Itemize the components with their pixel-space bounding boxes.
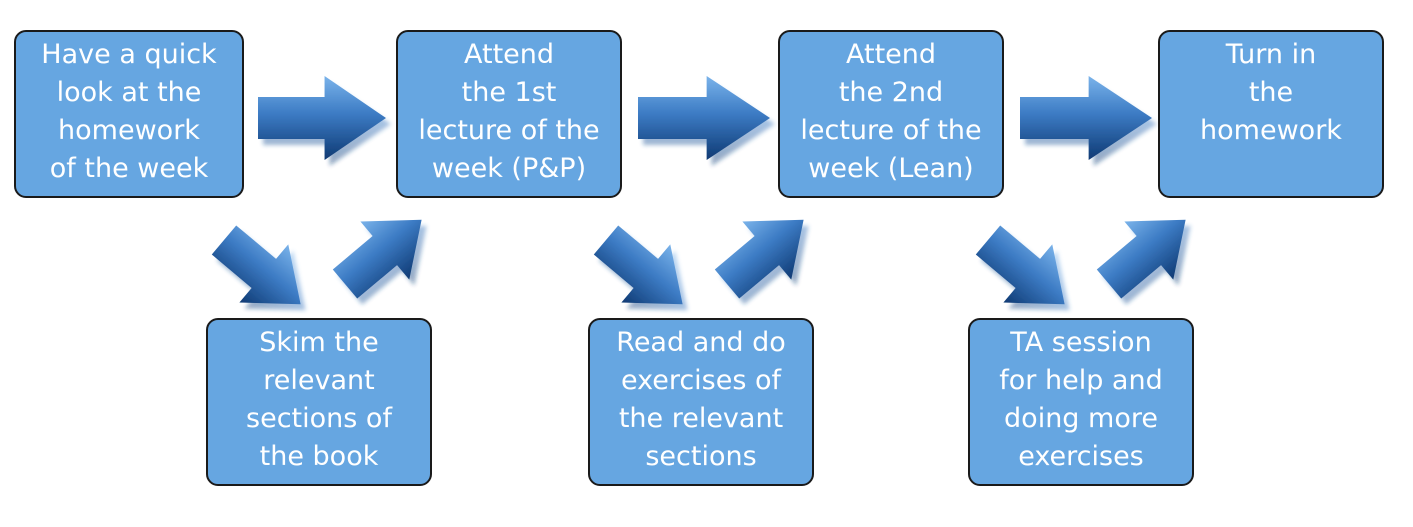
step-line: the book: [259, 441, 379, 472]
step-line: the 1st: [461, 77, 557, 108]
step-line: Turn in: [1225, 39, 1317, 70]
step-line: week (P&P): [431, 153, 587, 184]
step-line: Attend: [845, 39, 937, 70]
step-turn-in-homework: Turn in the homework: [1158, 30, 1384, 198]
step-line: exercises: [1018, 441, 1144, 472]
step-look-homework: Have a quick look at the homework of the…: [14, 30, 244, 198]
step-line: week (Lean): [808, 153, 974, 184]
step-line: lecture of the: [800, 115, 982, 146]
step-line: homework: [58, 115, 200, 146]
step-line: for help and: [999, 365, 1163, 396]
arrow-attend1-to-attend2: [638, 76, 770, 160]
step-line: Read and do: [616, 327, 786, 358]
step-line: relevant: [263, 365, 375, 396]
step-line: exercises of: [620, 365, 782, 396]
step-line: Have a quick: [41, 39, 217, 70]
step-line: doing more: [1004, 403, 1158, 434]
arrow-ta-to-turnin: [1084, 190, 1211, 314]
step-line: of the week: [49, 153, 209, 184]
step-line: homework: [1200, 115, 1342, 146]
arrow-attend1-to-read: [581, 210, 708, 334]
arrow-look-to-skim: [199, 210, 326, 334]
arrow-skim-to-attend1: [320, 190, 447, 314]
arrow-attend2-to-turnin: [1020, 76, 1152, 160]
arrow-attend2-to-ta: [963, 210, 1090, 334]
step-line: Attend: [463, 39, 555, 70]
step-skim-sections: Skim the relevant sections of the book: [206, 318, 432, 486]
step-read-exercises: Read and do exercises of the relevant se…: [588, 318, 814, 486]
step-line: Skim the: [259, 327, 379, 358]
step-line: TA session: [1010, 327, 1152, 358]
step-ta-session: TA session for help and doing more exerc…: [968, 318, 1194, 486]
step-line: the: [1248, 77, 1294, 108]
step-line: the relevant: [618, 403, 784, 434]
step-attend-second-lecture: Attend the 2nd lecture of the week (Lean…: [778, 30, 1004, 198]
step-line: sections: [645, 441, 757, 472]
step-line: look at the: [56, 77, 202, 108]
arrow-look-to-attend1: [258, 76, 386, 160]
step-attend-first-lecture: Attend the 1st lecture of the week (P&P): [396, 30, 622, 198]
step-line: sections of: [246, 403, 392, 434]
arrow-read-to-attend2: [702, 190, 829, 314]
step-line: lecture of the: [418, 115, 600, 146]
step-line: the 2nd: [838, 77, 944, 108]
